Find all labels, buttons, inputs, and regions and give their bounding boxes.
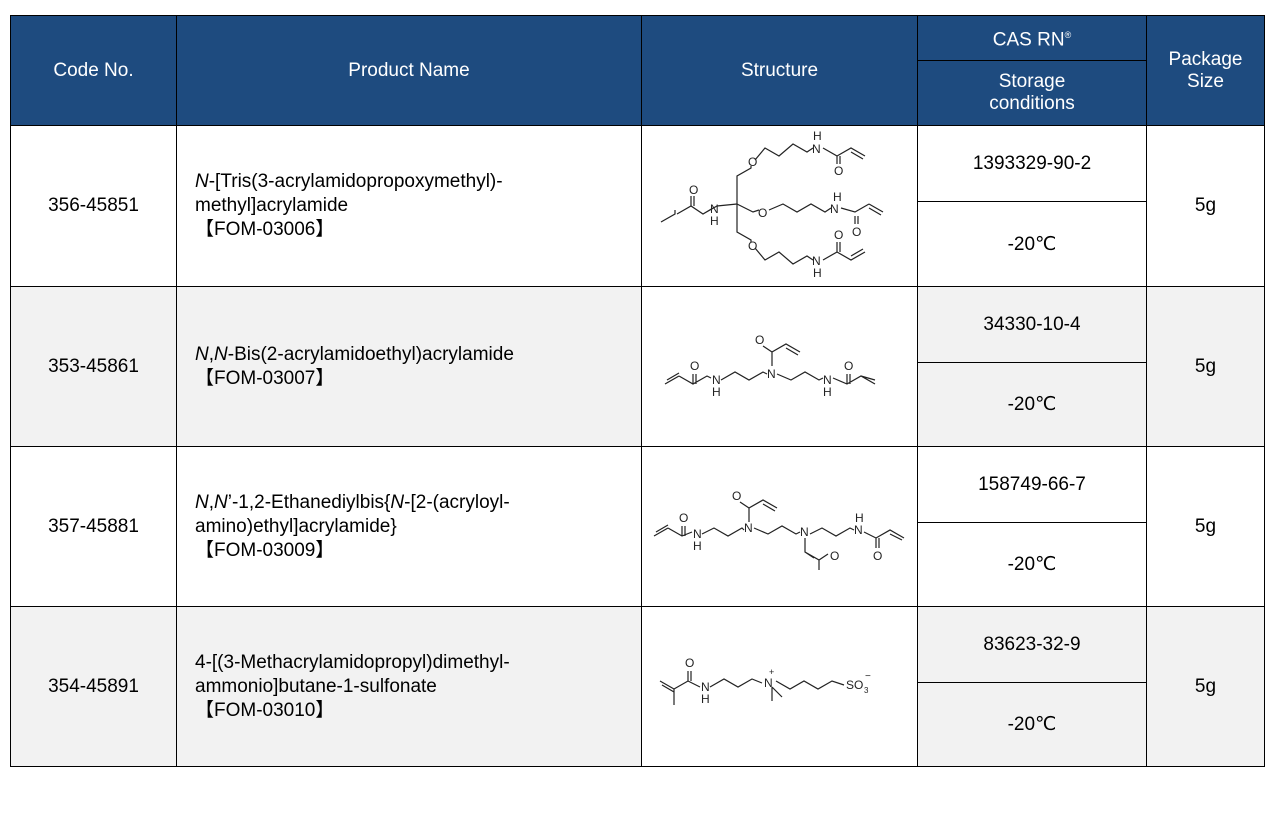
- atom-label: N: [767, 367, 776, 381]
- atom-label: H: [833, 190, 842, 204]
- atom-label: N: [764, 676, 773, 690]
- atom-label: O: [755, 333, 764, 347]
- atom-label: O: [758, 206, 767, 220]
- atom-label: N: [744, 521, 753, 535]
- code-no-cell: 354-45891: [10, 606, 177, 767]
- product-name-line: ammonio]butane-1-sulfonate: [195, 675, 437, 697]
- atom-label: H: [701, 692, 710, 706]
- storage-cell: -20℃: [917, 682, 1147, 767]
- cas-rn-cell: 158749-66-7: [917, 446, 1147, 523]
- table-row: 357-45881 N,N’-1,2-Ethanediylbis{N-[2-(a…: [10, 446, 1265, 607]
- code-no-cell: 353-45861: [10, 286, 177, 447]
- atom-label: N: [800, 525, 809, 539]
- atom-label: H: [813, 129, 822, 143]
- code-no-cell: 357-45881: [10, 446, 177, 607]
- atom-label: N: [701, 680, 710, 694]
- package-size-cell: 5g: [1146, 125, 1265, 287]
- product-name-line: 4-[(3-Methacrylamidopropyl)dimethyl-: [195, 651, 510, 673]
- atom-label: N: [712, 373, 721, 387]
- atom-label: O: [830, 549, 839, 563]
- structure-diagram: H N O O O N H O H N O O O N H: [660, 129, 883, 280]
- atom-label: O: [690, 359, 699, 373]
- atom-label: H: [813, 266, 822, 280]
- code-no-cell: 356-45851: [10, 125, 177, 287]
- atom-label: N: [823, 373, 832, 387]
- product-code-tag: 【FOM-03007】: [195, 367, 335, 389]
- atom-label: O: [873, 549, 882, 563]
- header-cas-rn: CAS RN®: [917, 15, 1147, 61]
- structure-diagram: O N H N + SO 3 −: [659, 656, 871, 706]
- table-row: 356-45851 N-[Tris(3-acrylamidopropoxymet…: [10, 124, 1265, 287]
- atom-label: O: [748, 155, 757, 169]
- atom-label: O: [852, 225, 861, 239]
- structure-cell: O O O O N H N N N H: [641, 446, 918, 607]
- charge-label: +: [769, 667, 774, 677]
- atom-label: H: [855, 511, 864, 525]
- product-name-cell: N,N-Bis(2-acrylamidoethyl)acrylamide 【FO…: [176, 286, 642, 447]
- atom-label: O: [689, 183, 698, 197]
- atom-label: H: [823, 385, 832, 399]
- table-row: 354-45891 4-[(3-Methacrylamidopropyl)dim…: [10, 606, 1265, 767]
- storage-cell: -20℃: [917, 201, 1147, 287]
- product-name-cell: 4-[(3-Methacrylamidopropyl)dimethyl- amm…: [176, 606, 642, 767]
- package-line2: Size: [1187, 70, 1224, 92]
- subscript-label: 3: [864, 686, 869, 695]
- product-name-line: N,N-Bis(2-acrylamidoethyl)acrylamide: [195, 343, 514, 365]
- atom-label: N: [693, 527, 702, 541]
- header-code-no: Code No.: [10, 15, 177, 126]
- storage-cell: -20℃: [917, 362, 1147, 447]
- product-code-tag: 【FOM-03006】: [195, 219, 335, 240]
- storage-line2: conditions: [989, 93, 1075, 114]
- header-product-name: Product Name: [176, 15, 642, 126]
- atom-label: N: [830, 202, 839, 216]
- atom-label: H: [710, 214, 719, 228]
- product-name-cell: N-[Tris(3-acrylamidopropoxymethyl)- meth…: [176, 125, 642, 287]
- table-row: 353-45861 N,N-Bis(2-acrylamidoethyl)acry…: [10, 286, 1265, 447]
- header-structure: Structure: [641, 15, 918, 126]
- structure-cell: H N O O O N H O H N O O O N H: [641, 125, 918, 287]
- product-code-tag: 【FOM-03009】: [195, 539, 335, 561]
- atom-label: O: [834, 228, 843, 242]
- atom-label: N: [812, 142, 821, 156]
- storage-line1: Storage: [998, 71, 1066, 92]
- charge-label: −: [865, 671, 871, 682]
- atom-label: O: [834, 164, 843, 178]
- registered-mark: ®: [1064, 30, 1072, 41]
- structure-diagram: O O O N N H N H: [664, 333, 875, 399]
- atom-label: H: [693, 539, 702, 553]
- atom-label: N: [812, 254, 821, 268]
- storage-cell: -20℃: [917, 522, 1147, 607]
- structure-cell: O O O N N H N H: [641, 286, 918, 447]
- atom-label: O: [844, 359, 853, 373]
- product-name-line: N,N’-1,2-Ethanediylbis{N-[2-(acryloyl-: [195, 491, 510, 513]
- package-line1: Package: [1168, 48, 1243, 70]
- atom-label: O: [685, 656, 694, 670]
- cas-rn-cell: 83623-32-9: [917, 606, 1147, 683]
- product-name-line: amino)ethyl]acrylamide}: [195, 515, 397, 537]
- cas-rn-cell: 1393329-90-2: [917, 124, 1147, 203]
- product-table: Code No. Product Name Structure CAS RN® …: [10, 15, 1265, 767]
- atom-label: O: [679, 511, 688, 525]
- atom-label: O: [748, 239, 757, 253]
- atom-label: O: [732, 489, 741, 503]
- cas-rn-cell: 34330-10-4: [917, 286, 1147, 363]
- product-name-line: methyl]acrylamide: [195, 195, 349, 216]
- structure-diagram: O O O O N H N N N H: [653, 489, 904, 570]
- package-size-cell: 5g: [1146, 286, 1265, 447]
- atom-label: N: [710, 202, 719, 216]
- atom-label: N: [854, 523, 863, 537]
- structure-cell: O N H N + SO 3 −: [641, 606, 918, 767]
- product-name-line: N-[Tris(3-acrylamidopropoxymethyl)-: [195, 171, 503, 192]
- package-size-cell: 5g: [1146, 606, 1265, 767]
- atom-label: H: [712, 385, 721, 399]
- product-code-tag: 【FOM-03010】: [195, 699, 335, 721]
- cas-rn-label: CAS RN: [992, 29, 1065, 51]
- atom-label: SO: [846, 678, 863, 692]
- package-size-cell: 5g: [1146, 446, 1265, 607]
- product-name-cell: N,N’-1,2-Ethanediylbis{N-[2-(acryloyl- a…: [176, 446, 642, 607]
